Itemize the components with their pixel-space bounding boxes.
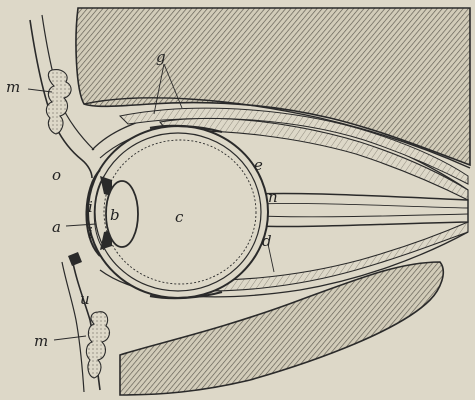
label-u: u [80, 290, 90, 308]
label-o: o [52, 166, 61, 184]
label-b: b [110, 206, 120, 224]
label-i-top: i [88, 198, 93, 216]
lower-lid-tip [68, 252, 82, 266]
label-d: d [262, 232, 272, 250]
optic-nerve [256, 193, 468, 226]
lower-eyelid-outer [62, 262, 84, 392]
label-g: g [156, 48, 166, 66]
label-n: n [268, 188, 278, 206]
label-i-bottom: i [88, 224, 93, 242]
label-c: c [175, 208, 184, 226]
label-m-bottom: m [34, 332, 48, 350]
upper-tarsal-gland [46, 70, 71, 134]
label-m-top: m [6, 78, 20, 96]
label-a: a [52, 218, 61, 236]
pointer-m-top [28, 89, 52, 92]
pointer-m-bottom [54, 336, 86, 340]
label-e: e [254, 156, 263, 174]
